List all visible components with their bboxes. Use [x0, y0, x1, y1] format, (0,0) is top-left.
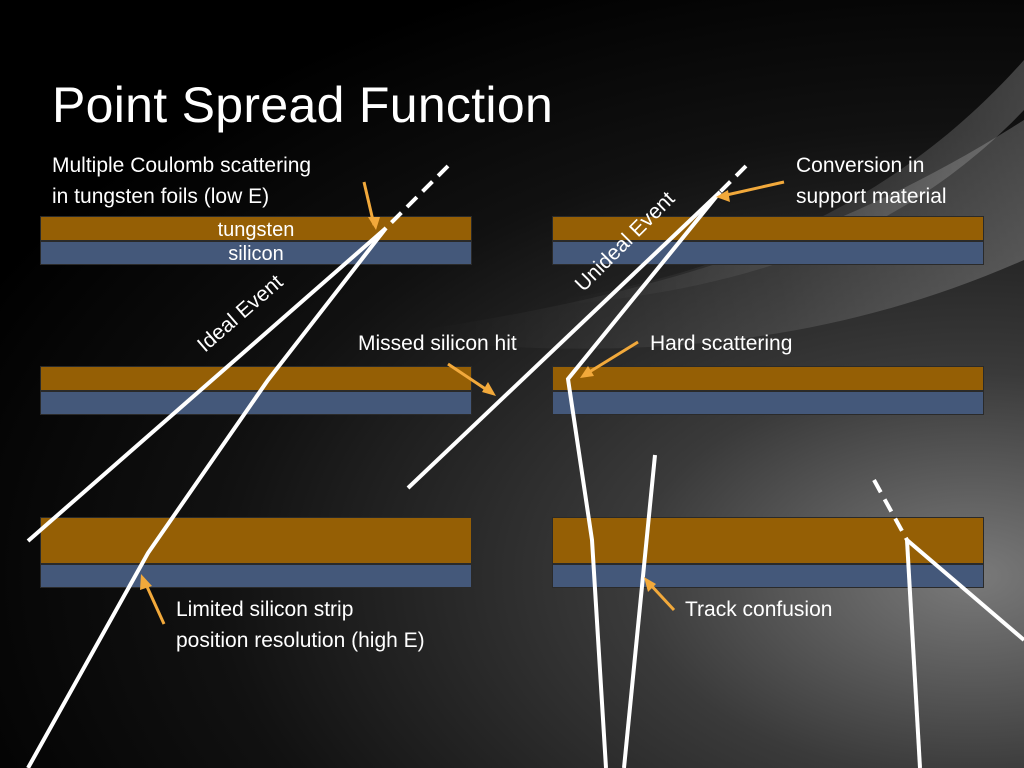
- limited-resolution-label: Limited silicon strip position resolutio…: [176, 594, 425, 656]
- missed-hit-track: [406, 190, 722, 490]
- hard-scattering-track: [565, 190, 722, 768]
- track-confusion-label: Track confusion: [685, 598, 833, 621]
- hard-scattering-label: Hard scattering: [650, 332, 793, 355]
- coulomb-label-line2: in tungsten foils (low E): [52, 185, 270, 208]
- incoming-photon-bottom: [872, 479, 909, 541]
- silicon-layer-right-bottom: [552, 564, 984, 588]
- missed-hit-label: Missed silicon hit: [358, 332, 517, 355]
- tungsten-label: tungsten: [217, 219, 295, 241]
- slide-title: Point Spread Function: [52, 77, 554, 133]
- tungsten-layer-left-bottom: [40, 517, 472, 564]
- silicon-layer-right-mid: [552, 391, 984, 415]
- conversion-track-a: [905, 539, 922, 768]
- coulomb-label: Multiple Coulomb scattering in tungsten …: [52, 150, 311, 212]
- tungsten-layer-right-mid: [552, 366, 984, 391]
- silicon-layer-right-top: [552, 241, 984, 265]
- incoming-photon-left: [384, 164, 450, 230]
- silicon-label: silicon: [228, 243, 284, 265]
- conversion-label-line1: Conversion in: [796, 154, 925, 177]
- limited-resolution-line1: Limited silicon strip: [176, 598, 354, 621]
- incoming-photon-right: [718, 164, 748, 194]
- tungsten-layer-right-bottom: [552, 517, 984, 564]
- conversion-arrow: [721, 180, 785, 198]
- missed-hit-arrow: [447, 362, 491, 394]
- ideal-track-left: [26, 226, 388, 543]
- silicon-layer-left-bottom: [40, 564, 472, 588]
- confusion-track: [622, 454, 657, 768]
- scattered-track-left: [26, 226, 388, 768]
- conversion-label: Conversion in support material: [796, 150, 947, 212]
- coulomb-label-line1: Multiple Coulomb scattering: [52, 154, 312, 177]
- tungsten-layer-right-top: [552, 216, 984, 241]
- limited-resolution-line2: position resolution (high E): [176, 629, 425, 652]
- conversion-track-b: [905, 538, 1024, 642]
- conversion-label-line2: support material: [796, 185, 947, 208]
- silicon-layer-left-top: [40, 241, 472, 265]
- tungsten-layer-left-top: [40, 216, 472, 241]
- hard-scattering-arrow: [585, 340, 639, 376]
- tungsten-layer-left-mid: [40, 366, 472, 391]
